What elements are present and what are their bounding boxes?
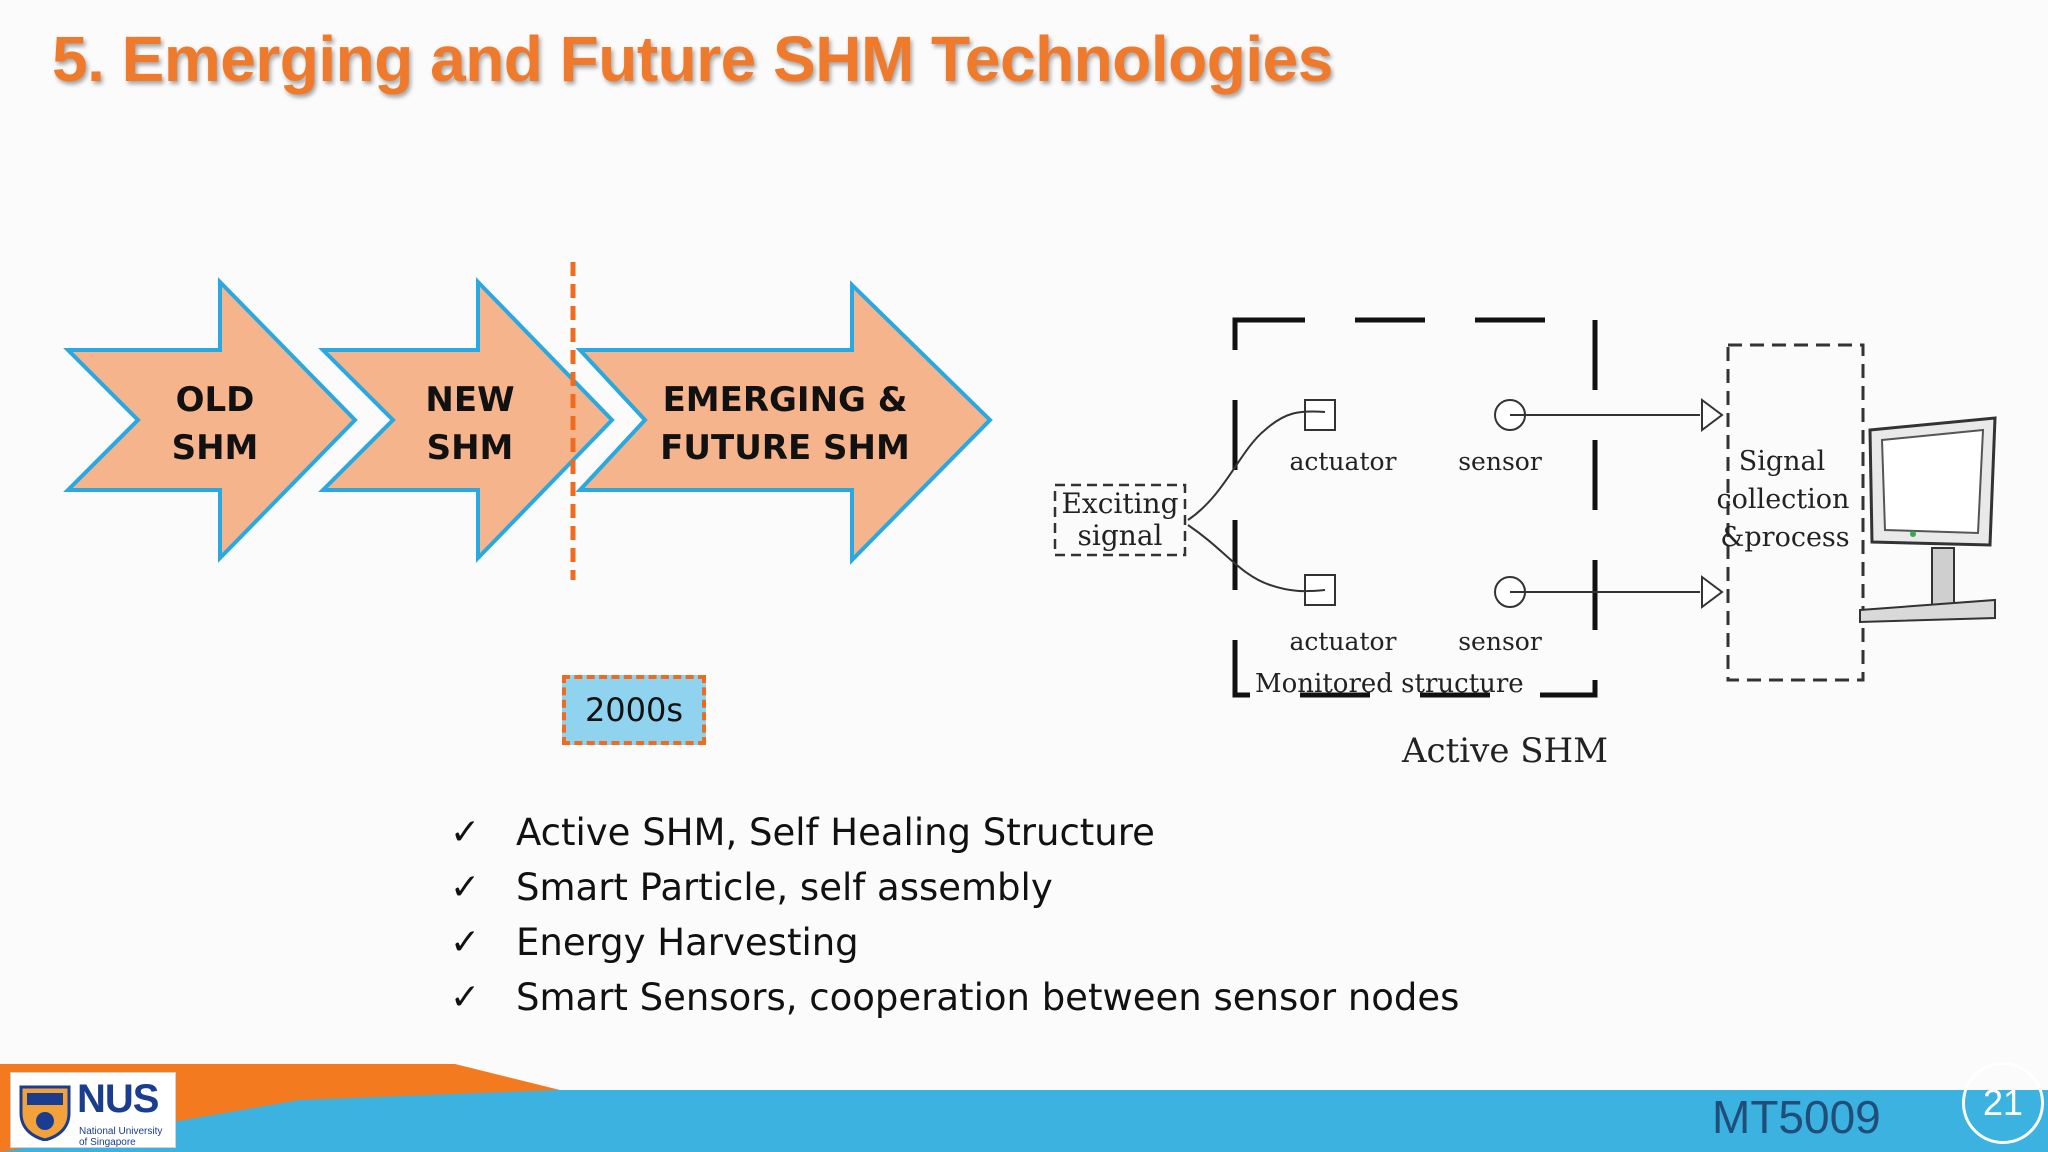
excitation-curve-top bbox=[1187, 410, 1326, 521]
year-marker-box: 2000s bbox=[562, 675, 706, 745]
actuator-top-label: actuator bbox=[1289, 447, 1396, 476]
logo-text: NUS bbox=[77, 1077, 159, 1121]
monitored-structure-box bbox=[1232, 317, 1598, 698]
diagram-caption: Active SHM bbox=[1401, 731, 1608, 771]
logo-subtitle-2: of Singapore bbox=[79, 1137, 136, 1148]
structure-label: Monitored structure bbox=[1255, 669, 1524, 699]
arrow-old-shm bbox=[63, 277, 358, 563]
signal-arrowhead-top bbox=[1701, 398, 1724, 432]
page-number: 21 bbox=[1962, 1062, 2044, 1144]
footer-band bbox=[0, 1064, 2048, 1152]
actuator-bottom-label: actuator bbox=[1289, 627, 1396, 656]
checkmark-icon: ✓ bbox=[450, 977, 481, 1018]
signal-label-2: collection bbox=[1717, 484, 1850, 515]
arrow-emerging-shm bbox=[575, 280, 993, 565]
sensor-top-label: sensor bbox=[1458, 447, 1542, 476]
signal-collection-box bbox=[1726, 343, 1865, 682]
footer-bar: NUS National University of Singapore MT5… bbox=[0, 1060, 2048, 1152]
signal-label-3: &process bbox=[1720, 522, 1849, 553]
logo-subtitle-1: National University bbox=[79, 1126, 163, 1137]
arrow-new-shm bbox=[318, 277, 615, 563]
list-item: ✓Smart Particle, self assembly bbox=[450, 860, 1459, 915]
list-item: ✓Energy Harvesting bbox=[450, 915, 1459, 970]
active-shm-diagram: Exciting signal actuator sensor actuator… bbox=[1040, 300, 2010, 794]
actuator-top-icon bbox=[1304, 399, 1336, 431]
exciting-label-2: signal bbox=[1078, 519, 1163, 552]
arrow-label-emerging: EMERGING & FUTURE SHM bbox=[660, 380, 910, 468]
nus-logo: NUS National University of Singapore bbox=[10, 1072, 176, 1148]
sensor-bottom-label: sensor bbox=[1458, 627, 1542, 656]
excitation-curve-bottom bbox=[1187, 524, 1326, 593]
checkmark-icon: ✓ bbox=[450, 867, 481, 908]
exciting-label-1: Exciting bbox=[1061, 487, 1178, 520]
bullet-list: ✓Active SHM, Self Healing Structure ✓Sma… bbox=[450, 805, 1459, 1025]
timeline: OLD SHM NEW SHM EMERGING & FUTURE SHM bbox=[0, 250, 1000, 675]
list-item: ✓Smart Sensors, cooperation between sens… bbox=[450, 970, 1459, 1025]
arrow-label-new: NEW SHM bbox=[425, 380, 515, 468]
slide-title: 5. Emerging and Future SHM Technologies bbox=[52, 23, 1333, 95]
course-code: MT5009 bbox=[1712, 1091, 1881, 1143]
arrow-label-old: OLD SHM bbox=[171, 380, 259, 468]
timeline-arrows bbox=[63, 262, 993, 675]
computer-monitor-icon bbox=[1859, 416, 1997, 624]
signal-arrowhead-bottom bbox=[1701, 575, 1724, 609]
checkmark-icon: ✓ bbox=[450, 812, 481, 853]
checkmark-icon: ✓ bbox=[450, 922, 481, 963]
nus-crest-icon bbox=[19, 1085, 71, 1141]
signal-label-1: Signal bbox=[1739, 446, 1826, 477]
list-item: ✓Active SHM, Self Healing Structure bbox=[450, 805, 1459, 860]
active-shm-figure: Exciting signal actuator sensor actuator… bbox=[1053, 317, 1997, 771]
exciting-signal-box bbox=[1053, 483, 1187, 557]
